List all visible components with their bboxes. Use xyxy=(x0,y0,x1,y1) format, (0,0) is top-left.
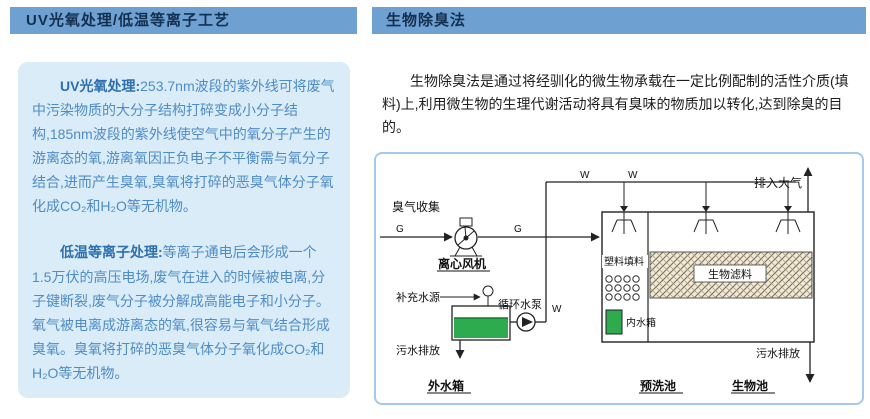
right-panel-title: 生物除臭法 xyxy=(386,12,467,29)
plastic-packing-label: 塑料填料 xyxy=(604,255,644,268)
plastic-packing: 塑料填料 xyxy=(602,255,648,301)
packing-circles xyxy=(605,275,640,301)
water-label: W xyxy=(552,304,562,315)
right-drain: 污水排放 xyxy=(756,342,815,383)
prewash-pool-label: 预洗池 xyxy=(640,378,676,393)
inner-tank-water xyxy=(605,309,623,335)
pump-impeller xyxy=(522,317,533,327)
bio-filter-media: 生物滤料 xyxy=(649,251,813,299)
outer-tank-water xyxy=(454,318,508,338)
plasma-paragraph: 低温等离子处理:等离子通电后会形成一个1.5万伏的高压电场,废气在进入的时候被电… xyxy=(32,240,336,384)
spray-nozzle xyxy=(775,212,801,234)
level-gauge xyxy=(482,285,494,297)
spray-nozzles xyxy=(611,212,801,234)
fan-leg xyxy=(471,246,478,257)
bio-deodorization-diagram-frame: 臭气收集 G 离心风机 G xyxy=(374,152,864,405)
bottom-labels: 外水箱 预洗池 生物池 xyxy=(427,378,775,394)
label-box xyxy=(693,264,767,283)
fan-motor xyxy=(459,217,473,227)
uv-photolysis-paragraph: UV光氧处理:253.7nm波段的紫外线可将废气中污染物质的大分子结构打碎变成小… xyxy=(32,74,336,218)
bio-deodorization-intro: 生物除臭法是通过将经驯化的微生物承载在一定比例配制的活性介质(填料)上,利用微生… xyxy=(382,73,849,136)
makeup-water-label: 补充水源 xyxy=(396,290,440,304)
outer-tank-label: 外水箱 xyxy=(428,378,464,393)
centrifugal-fan: 离心风机 xyxy=(437,217,490,272)
water-label: W xyxy=(580,170,590,181)
spray-nozzle xyxy=(611,212,637,234)
left-panel-title: UV光氧处理/低温等离子工艺 xyxy=(26,12,231,29)
sewage-discharge-right-label: 污水排放 xyxy=(756,346,800,360)
right-panel-header: 生物除臭法 xyxy=(372,7,866,34)
gas-label: G xyxy=(396,224,404,235)
spray-nozzle xyxy=(693,212,719,234)
fan-leg xyxy=(454,246,461,257)
gas-outlet-pipe: G xyxy=(478,224,600,242)
plasma-title: 低温等离子处理: xyxy=(60,244,163,261)
inner-tank-label: 内水箱 xyxy=(626,316,656,329)
uv-photolysis-body: 253.7nm波段的紫外线可将废气中污染物质的大分子结构打碎变成小分子结构,18… xyxy=(32,78,335,215)
exhaust-outlet: 排入大气 xyxy=(754,167,813,212)
uv-plasma-info-box: UV光氧处理:253.7nm波段的紫外线可将废气中污染物质的大分子结构打碎变成小… xyxy=(18,62,350,398)
centrifugal-fan-label: 离心风机 xyxy=(438,256,486,271)
down-arrow xyxy=(784,206,792,212)
uv-photolysis-title: UV光氧处理: xyxy=(60,78,141,94)
spray-water-pipe: W W W xyxy=(535,170,796,323)
gas-label: G xyxy=(514,224,522,235)
odor-collection-inlet: 臭气收集 G xyxy=(380,199,453,242)
sewage-discharge-left-label: 污水排放 xyxy=(396,343,440,357)
bio-filter-label: 生物滤料 xyxy=(708,267,752,281)
circulation-pump-label: 循环水泵 xyxy=(498,298,542,311)
odor-collection-label: 臭气收集 xyxy=(392,199,440,214)
inner-water-tank: 内水箱 xyxy=(605,309,656,335)
bio-pool-label: 生物池 xyxy=(732,378,768,393)
fan-blade xyxy=(457,237,467,246)
fan-blade xyxy=(464,226,467,239)
left-panel-header: UV光氧处理/低温等离子工艺 xyxy=(10,7,357,34)
fan-blade xyxy=(465,230,475,239)
label-backing xyxy=(602,255,648,268)
water-label: W xyxy=(628,170,638,181)
bio-deodorization-diagram: 臭气收集 G 离心风机 G xyxy=(380,167,815,394)
outer-tank-assembly: 补充水源 循环水泵 污水排放 xyxy=(396,285,542,359)
down-arrow xyxy=(702,206,710,212)
down-arrow xyxy=(620,206,628,212)
plasma-body: 等离子通电后会形成一个1.5万伏的高压电场,废气在进入的时候被电离,分子键断裂,… xyxy=(32,244,330,381)
